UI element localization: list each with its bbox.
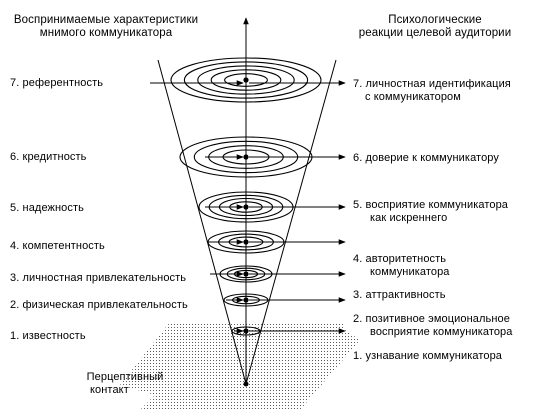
- perceptual-contact-line1: Перцептивный: [86, 371, 164, 383]
- right-item-2: 2. позитивное эмоциональное восприятие к…: [353, 313, 513, 339]
- ring-center-dot-5: [243, 204, 249, 210]
- right-item-7: 7. личностная идентификация с коммуникат…: [353, 78, 511, 104]
- ring-center-dot-3: [243, 271, 249, 277]
- left-item-7: 7. референтность: [10, 77, 104, 89]
- left-item-6: 6. кредитность: [10, 151, 87, 163]
- ring-7-3: [197, 65, 295, 95]
- right-header: Психологические реакции целевой аудитори…: [345, 14, 525, 40]
- left-header: Воспринимаемые характеристики мнимого ко…: [6, 14, 206, 40]
- perceptual-contact-line2: контакт: [90, 384, 129, 396]
- ring-7-4: [210, 69, 282, 91]
- ring-7-2: [183, 61, 309, 99]
- right-header-line2: реакции целевой аудитории: [358, 27, 512, 39]
- right-item-7-line2: с коммуникатором: [365, 91, 461, 103]
- dotted-ground-area: [120, 322, 360, 410]
- right-item-4-line2: коммуникатора: [370, 266, 450, 278]
- ring-center-dot-6: [243, 154, 249, 160]
- right-item-7-line1: 7. личностная идентификация: [353, 78, 511, 90]
- right-item-1: 1. узнавание коммуникатора: [353, 350, 502, 363]
- right-item-6-line1: 6. доверие к коммуникатору: [353, 152, 499, 164]
- right-item-5-line2: как искреннего: [370, 212, 448, 224]
- right-header-line1: Психологические: [388, 14, 482, 26]
- left-item-5: 5. надежность: [10, 202, 84, 214]
- right-item-2-line1: 2. позитивное эмоциональное: [353, 313, 510, 325]
- left-header-line2: мнимого коммуникатора: [39, 27, 173, 39]
- ring-center-dot-2: [243, 297, 249, 303]
- ring-group-7: [170, 57, 322, 103]
- ring-center-dot-4: [243, 239, 249, 245]
- ring-center-dot-7: [243, 77, 249, 83]
- left-header-line1: Воспринимаемые характеристики: [13, 14, 199, 26]
- right-item-3-line1: 3. аттрактивность: [353, 289, 446, 301]
- right-item-6: 6. доверие к коммуникатору: [353, 152, 499, 165]
- right-item-3: 3. аттрактивность: [353, 289, 446, 302]
- cone-left-edge: [157, 59, 247, 385]
- cone-right-edge: [245, 59, 337, 385]
- perceptual-contact-label: Перцептивный контакт: [80, 371, 170, 397]
- ring-center-dot-1: [243, 328, 249, 334]
- ring-7-1: [170, 57, 322, 103]
- right-item-4: 4. авторитетность коммуникатора: [353, 253, 450, 279]
- right-item-4-line1: 4. авторитетность: [353, 253, 447, 265]
- right-item-5: 5. восприятие коммуникатора как искренне…: [353, 199, 508, 225]
- left-item-4: 4. компетентность: [10, 240, 105, 252]
- right-item-5-line1: 5. восприятие коммуникатора: [353, 199, 509, 211]
- left-item-3: 3. личностная привлекательность: [10, 272, 187, 284]
- right-item-2-line2: восприятие коммуникатора: [370, 326, 513, 338]
- apex-point: [243, 381, 249, 387]
- left-item-2: 2. физическая привлекательность: [10, 299, 188, 311]
- ring-7-5: [224, 73, 268, 87]
- left-item-1: 1. известность: [10, 330, 86, 342]
- right-item-1-line1: 1. узнавание коммуникатора: [353, 350, 503, 362]
